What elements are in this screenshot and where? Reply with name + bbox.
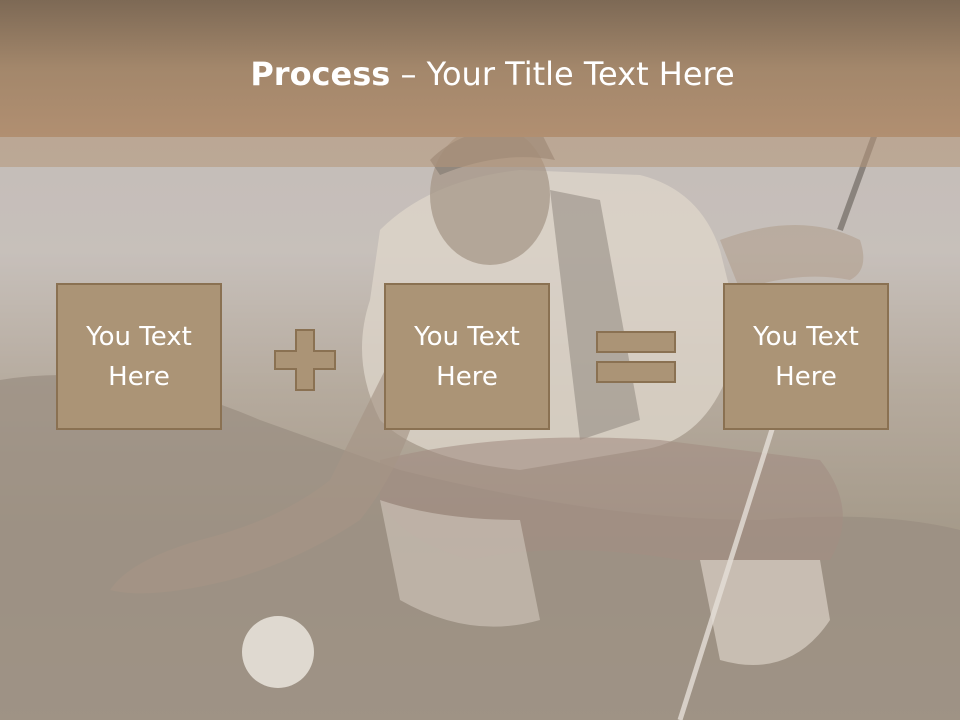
process-box-1[interactable]: You Text Here bbox=[56, 283, 222, 430]
process-box-3[interactable]: You Text Here bbox=[723, 283, 889, 430]
process-box-3-label: You Text Here bbox=[753, 321, 859, 392]
process-box-2[interactable]: You Text Here bbox=[384, 283, 550, 430]
equals-icon bbox=[596, 331, 676, 383]
title-band bbox=[0, 137, 960, 167]
process-box-2-label: You Text Here bbox=[414, 321, 520, 392]
title-bar bbox=[0, 0, 960, 137]
title-bold-text: Process bbox=[250, 55, 391, 93]
slide-title: Process – Your Title Text Here bbox=[0, 52, 960, 96]
process-box-1-label: You Text Here bbox=[86, 321, 192, 392]
title-rest-text: – Your Title Text Here bbox=[390, 55, 735, 93]
plus-icon bbox=[274, 329, 336, 391]
